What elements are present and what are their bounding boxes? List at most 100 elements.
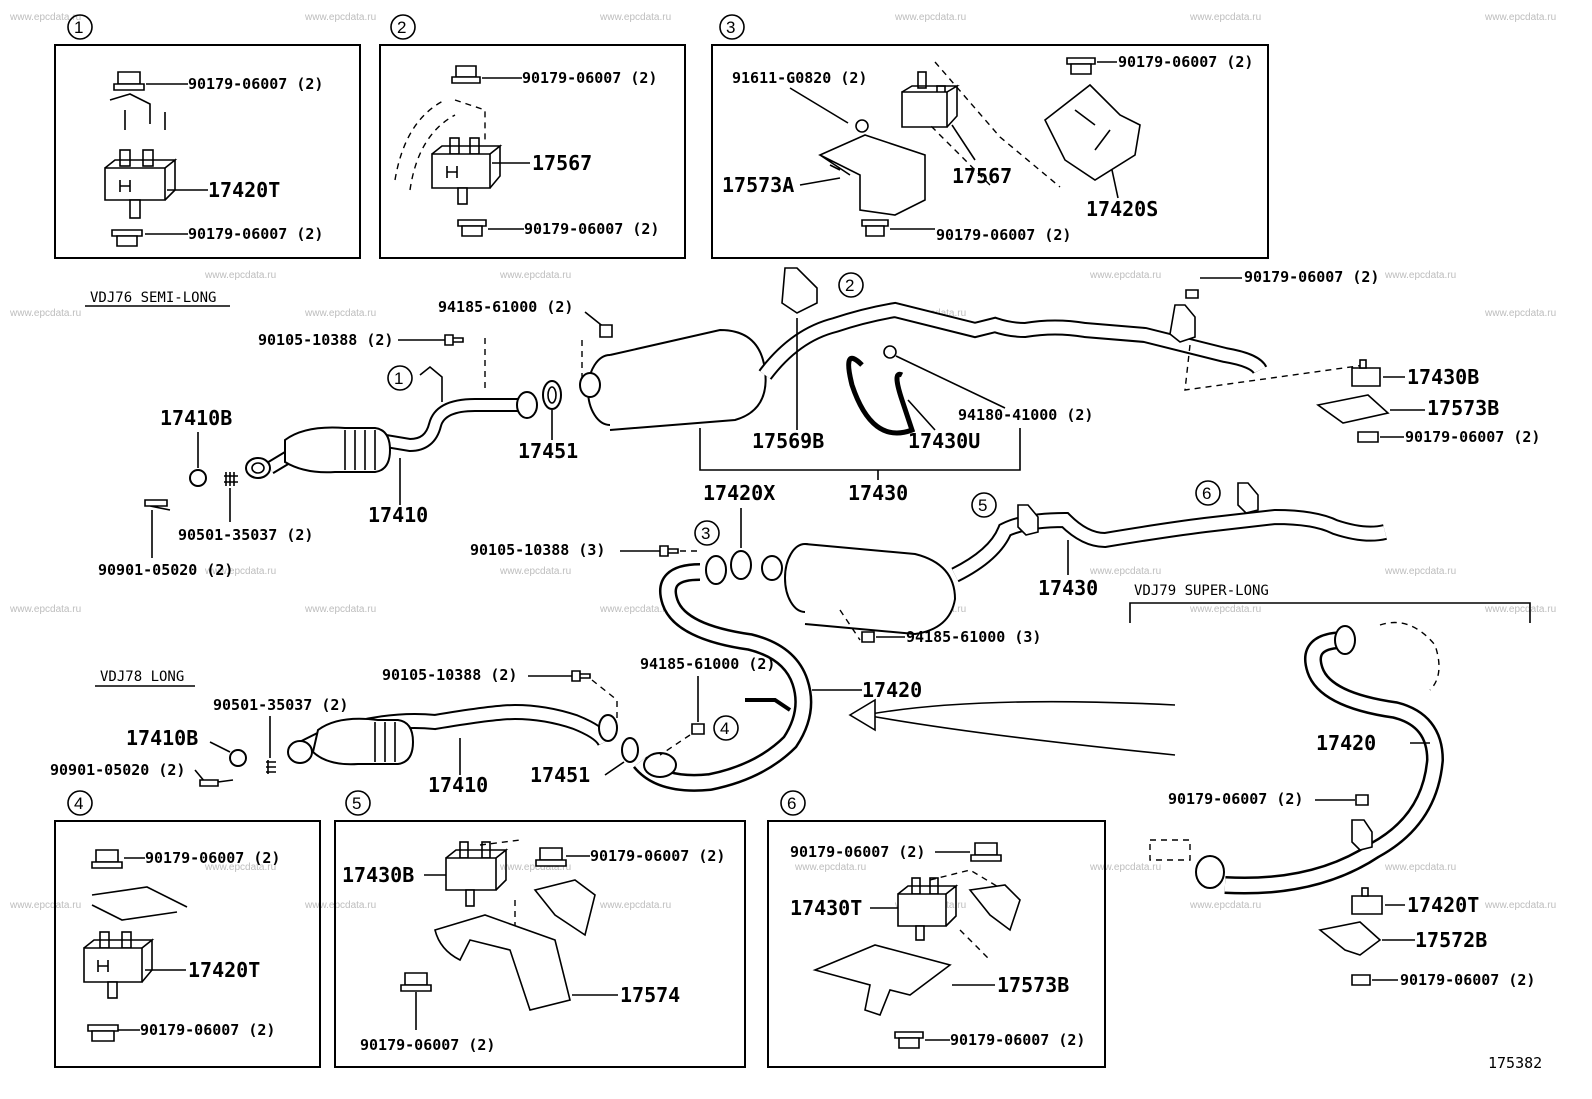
callout-circle-6 (1195, 480, 1221, 506)
callout-circle-2 (390, 14, 416, 40)
rubber-mount-icon (104, 149, 178, 219)
rubber-mount-icon (445, 841, 509, 907)
part-number-90179: 90179-06007 (2) (1118, 53, 1253, 71)
callout-circle-1 (387, 365, 413, 391)
flange-nut-icon (111, 229, 143, 247)
bracket-icon (1316, 394, 1390, 424)
part-number-90105: 90105-10388 (2) (382, 666, 517, 684)
nut-icon (883, 345, 897, 359)
watermark: www.epcdata.ru (304, 308, 376, 319)
part-number-90179: 90179-06007 (2) (522, 69, 657, 87)
gasket-icon (730, 550, 752, 580)
part-number-17430B: 17430B (1407, 365, 1479, 389)
clamp-17430U-icon (846, 355, 916, 436)
hanger-icon (1237, 482, 1259, 514)
callout-number: 1 (74, 18, 83, 37)
flange-nut-icon (894, 1031, 924, 1049)
part-number-90179: 90179-06007 (2) (790, 843, 925, 861)
watermark: www.epcdata.ru (1484, 12, 1556, 23)
watermark: www.epcdata.ru (204, 566, 276, 577)
watermark: www.epcdata.ru (599, 12, 671, 23)
flange-nut-icon (861, 219, 889, 237)
flange-icon (598, 714, 618, 742)
callout-circle-3 (694, 520, 720, 546)
catalytic-converter-icon (311, 717, 415, 766)
part-number-90179: 90179-06007 (2) (188, 225, 323, 243)
part-number-17567: 17567 (532, 151, 592, 175)
watermark: www.epcdata.ru (1484, 308, 1556, 319)
watermark: www.epcdata.ru (1089, 862, 1161, 873)
variant-vdj79-super-long: VDJ79 SUPER-LONG 17420 90179-06007 (2) 1… (848, 583, 1535, 989)
heat-insulator-17574-icon (434, 914, 571, 1011)
part-number-17451: 17451 (518, 439, 578, 463)
callout-number: 2 (845, 276, 854, 295)
part-number-90179: 90179-06007 (2) (590, 847, 725, 865)
nut-icon (861, 631, 875, 643)
spring-icon (266, 760, 276, 774)
heat-insulator-17420S-icon (1043, 83, 1141, 181)
nut-icon (691, 723, 705, 735)
callout-circle-4 (67, 790, 93, 816)
part-number-17420T: 17420T (188, 958, 260, 982)
flange-icon (287, 740, 313, 764)
part-number-17410B: 17410B (160, 406, 232, 430)
part-number-90179: 90179-06007 (2) (524, 220, 659, 238)
watermark: www.epcdata.ru (304, 604, 376, 615)
watermark: www.epcdata.ru (1089, 270, 1161, 281)
catalytic-converter-icon (284, 426, 392, 474)
callout-circle-6 (780, 790, 806, 816)
flange-nut-icon (535, 847, 567, 867)
watermark: www.epcdata.ru (794, 862, 866, 873)
bracket-17572B-icon (1318, 921, 1382, 956)
watermark: www.epcdata.ru (1484, 604, 1556, 615)
part-number-17420: 17420 (1316, 731, 1376, 755)
callout-number: 3 (726, 18, 735, 37)
part-number-17420T: 17420T (208, 178, 280, 202)
watermark: www.epcdata.ru (599, 900, 671, 911)
part-number-90501: 90501-35037 (2) (178, 526, 313, 544)
callout-circle-2 (838, 272, 864, 298)
callout-number: 4 (74, 794, 83, 813)
watermark: www.epcdata.ru (9, 12, 81, 23)
flange-icon (643, 752, 677, 778)
flange-icon (1334, 625, 1356, 655)
flange-nut-icon (457, 219, 487, 237)
callout-number: 5 (352, 794, 361, 813)
nut-icon (599, 324, 613, 338)
detail-box-6: 6 90179-06007 (2) 17430T 17573B 90179-06… (767, 790, 1106, 1068)
part-number-90179: 90179-06007 (2) (360, 1036, 495, 1054)
part-number-17569B: 17569B (752, 429, 824, 453)
detail-frame (767, 820, 1106, 1068)
rubber-mount-icon (83, 931, 155, 999)
part-number-94185: 94185-61000 (2) (438, 298, 573, 316)
gasket-17451-icon (621, 737, 639, 763)
hanger-icon (1017, 504, 1039, 536)
flange-icon (705, 555, 727, 585)
variant-center-section: 17420X 3 90105-10388 (3) 5 6 17430 94185… (470, 480, 1387, 792)
detail-frame (54, 44, 361, 259)
bracket-17573B-icon (812, 944, 952, 1016)
rubber-mount-icon (1351, 887, 1383, 915)
part-number-17420: 17420 (862, 678, 922, 702)
watermark: www.epcdata.ru (9, 604, 81, 615)
part-number-17410: 17410 (428, 773, 488, 797)
watermark: www.epcdata.ru (599, 604, 671, 615)
arrow-icon (848, 698, 876, 732)
nut-icon (1185, 289, 1199, 299)
muffler-outline (1379, 621, 1440, 691)
watermark: www.epcdata.ru (304, 900, 376, 911)
part-number-17573A: 17573A (722, 173, 794, 197)
watermark: www.epcdata.ru (1384, 566, 1456, 577)
part-number-90179: 90179-06007 (2) (145, 849, 280, 867)
part-number-17451: 17451 (530, 763, 590, 787)
watermark: www.epcdata.ru (1089, 566, 1161, 577)
nut-icon (1355, 794, 1369, 806)
flange-nut-icon (451, 65, 481, 84)
part-number-90179: 90179-06007 (2) (140, 1021, 275, 1039)
part-number-17420T: 17420T (1407, 893, 1479, 917)
flange-nut-icon (400, 972, 432, 992)
variant-label: VDJ78 LONG (100, 669, 184, 685)
callout-number: 2 (397, 18, 406, 37)
nut-icon (1351, 974, 1371, 986)
